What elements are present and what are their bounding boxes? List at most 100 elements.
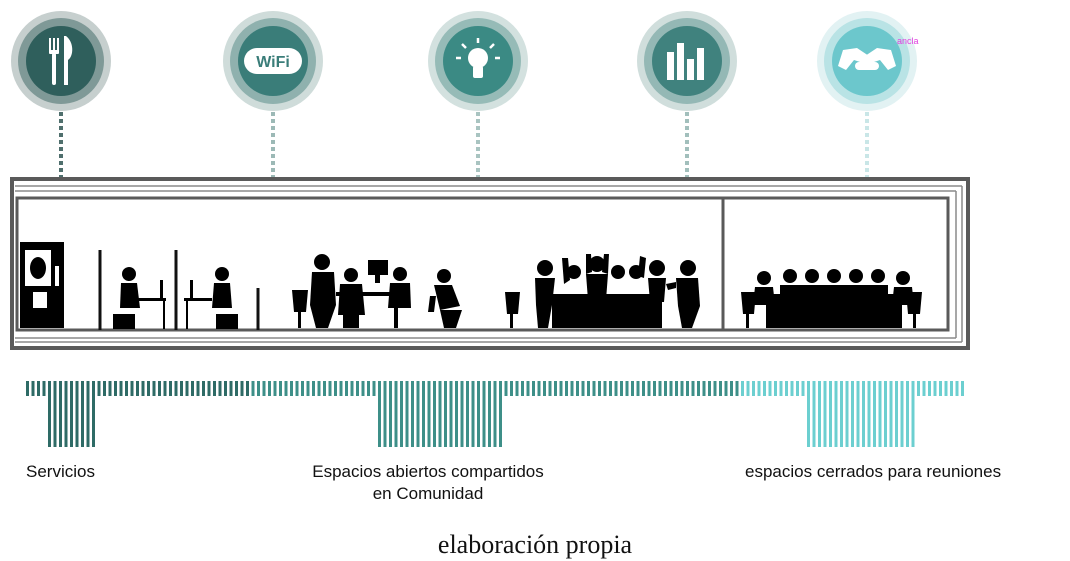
barcode-bar (174, 381, 178, 396)
barcode-bar (653, 381, 656, 396)
barcode-bar (64, 381, 68, 447)
barcode-bar (328, 381, 332, 396)
barcode-bar (532, 381, 535, 396)
barcode-bar (26, 381, 29, 396)
barcode-bar (444, 381, 447, 447)
barcode-bar (477, 381, 480, 447)
barcode-bar (130, 381, 134, 396)
barcode-bar (939, 381, 942, 396)
barcode-bar (191, 381, 194, 396)
barcode-bar (614, 381, 618, 396)
barcode-bar (147, 381, 150, 396)
barcode-bar (158, 381, 161, 396)
barcode-bar (724, 381, 728, 396)
barcode-bar (840, 381, 843, 447)
barcode-bar (598, 381, 601, 396)
barcode-bar (878, 381, 882, 447)
barcode-bar (466, 381, 469, 447)
barcode-bar (350, 381, 354, 396)
barcode-bar (543, 381, 546, 396)
barcode-bar (642, 381, 645, 396)
barcode-bar (719, 381, 722, 396)
barcode-bar (691, 381, 695, 396)
barcode-bar (372, 381, 376, 396)
barcode-bar (493, 381, 497, 447)
barcode-bar (312, 381, 315, 396)
barcode-bar (339, 381, 343, 396)
barcode-bar (565, 381, 568, 396)
barcode-bar (686, 381, 689, 396)
barcode-bar (48, 381, 51, 447)
barcode-bar (510, 381, 513, 396)
barcode-bar (895, 381, 898, 447)
barcode-bar (224, 381, 227, 396)
barcode-bar (488, 381, 491, 447)
barcode-bar (823, 381, 827, 447)
icon-bar-chart (637, 11, 737, 111)
barcode-bar (757, 381, 761, 396)
barcode-bar (752, 381, 755, 396)
barcode-bar (229, 381, 233, 396)
barcode-bar (345, 381, 348, 396)
barcode-bar (592, 381, 596, 396)
barcode-bar (213, 381, 216, 396)
barcode-bar (741, 381, 744, 396)
vending-machine-icon (20, 242, 64, 328)
person-desk-right (184, 267, 238, 329)
barcode-bar (114, 381, 117, 396)
barcode-bar (708, 381, 711, 396)
barcode-bar (246, 381, 249, 396)
barcode-bar (207, 381, 211, 396)
barcode-bar (889, 381, 893, 447)
barcode-bar (482, 381, 486, 447)
barcode-bar (119, 381, 123, 396)
barcode-bar (367, 381, 370, 396)
barcode-bar (603, 381, 607, 396)
barcode-bar (218, 381, 222, 396)
barcode-bar (169, 381, 172, 396)
barcode-bar (97, 381, 101, 396)
barcode-bar (768, 381, 772, 396)
barcode-bar (779, 381, 783, 396)
barcode-bar (427, 381, 431, 447)
barcode-bar (790, 381, 794, 396)
barcode-bar (746, 381, 750, 396)
barcode-bar (284, 381, 288, 396)
barcode-bar (405, 381, 409, 447)
barcode-bar (796, 381, 799, 396)
icon-lightbulb (428, 11, 528, 111)
barcode-bar (658, 381, 662, 396)
barcode-bar (37, 381, 40, 396)
barcode-bar (317, 381, 321, 396)
barcode-bar (460, 381, 464, 447)
barcode-bar (262, 381, 266, 396)
barcode-bar (620, 381, 623, 396)
barcode-bar (515, 381, 519, 396)
barcode-bar (163, 381, 167, 396)
barcode-bar (900, 381, 904, 447)
wifi-icon: WiFi (244, 48, 302, 74)
barcode-bar (537, 381, 541, 396)
barcode-bar (845, 381, 849, 447)
barcode-bar (818, 381, 821, 447)
barcode-bar (108, 381, 112, 396)
caption: elaboración propia (437, 530, 633, 559)
barcode-bar (625, 381, 629, 396)
barcode-bar (911, 381, 915, 447)
handshake-icon (838, 48, 896, 70)
barcode-bar (922, 381, 926, 396)
barcode-bar (378, 381, 381, 447)
barcode-bar (829, 381, 832, 447)
bar-chart-icon (667, 43, 704, 80)
barcode-bar (268, 381, 271, 396)
barcode-bar (136, 381, 139, 396)
barcode-bar (103, 381, 106, 396)
barcode-bar (735, 381, 739, 396)
zone-label-abiertos-line1: Espacios abiertos compartidos (312, 462, 544, 481)
barcode-bar (631, 381, 634, 396)
barcode-bar (356, 381, 359, 396)
barcode-bar (455, 381, 458, 447)
barcode-bar (389, 381, 392, 447)
barcode-bar (664, 381, 667, 396)
